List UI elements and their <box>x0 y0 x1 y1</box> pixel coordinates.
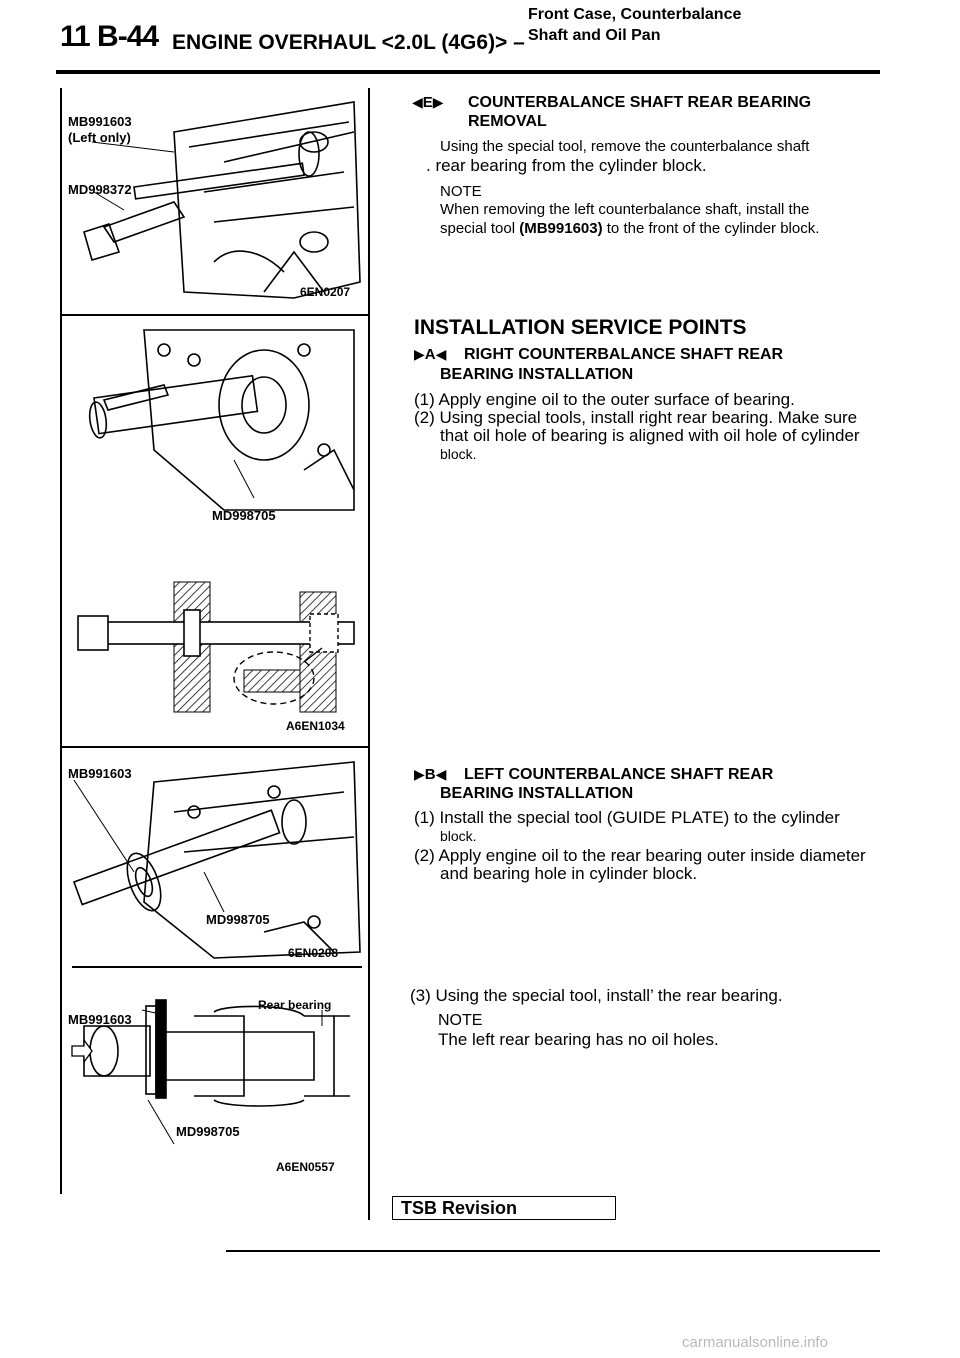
fig5-rear-bearing-label: Rear bearing <box>258 998 332 1012</box>
removal-line1: Using the special tool, remove the count… <box>440 138 810 155</box>
installation-title: INSTALLATION SERVICE POINTS <box>414 316 747 339</box>
header-rule <box>56 70 880 74</box>
footer-rule <box>226 1250 880 1252</box>
left-install-note: The left rear bearing has no oil holes. <box>438 1030 719 1049</box>
left-install-step2: (2) Apply engine oil to the rear bearing… <box>414 846 866 865</box>
right-install-marker-letter: A <box>424 346 436 363</box>
page-number: 11 B-44 <box>60 20 159 53</box>
fig4-code: 6EN0208 <box>288 946 339 960</box>
fig4-tool-b-label: MD998705 <box>206 912 270 927</box>
removal-note-text-a: special tool <box>440 220 516 237</box>
figure-right-bearing-install <box>64 320 364 520</box>
left-install-marker: ▶B◀ <box>414 766 447 783</box>
removal-marker: ◀E▶ <box>412 94 444 111</box>
left-install-marker-letter: B <box>424 766 436 783</box>
right-install-heading-line2: BEARING INSTALLATION <box>440 366 634 383</box>
figure-divider-3 <box>72 966 362 968</box>
center-column-border <box>368 88 370 1220</box>
page-subtitle-line2: Shaft and Oil Pan <box>528 27 661 44</box>
fig1-tool-a-note: (Left only) <box>68 130 131 145</box>
removal-heading-line1: COUNTERBALANCE SHAFT REAR BEARING <box>468 94 812 111</box>
tsb-revision-box: TSB Revision <box>392 1196 616 1220</box>
removal-marker-letter: E <box>422 94 433 111</box>
fig5-tool-a-label: MB991603 <box>68 1012 132 1027</box>
right-install-step2-line2: that oil hole of bearing is aligned with… <box>440 426 860 445</box>
fig1-tool-b-label: MD998372 <box>68 182 132 197</box>
left-install-heading-line1: LEFT COUNTERBALANCE SHAFT REAR <box>464 766 774 783</box>
figure-left-bearing-install <box>64 752 364 964</box>
fig1-code: 6EN0207 <box>300 285 351 299</box>
left-install-step2-line2: and bearing hole in cylinder block. <box>440 864 698 883</box>
right-install-marker: ▶A◀ <box>414 346 447 363</box>
left-column-border <box>60 88 62 1194</box>
left-install-heading-line2: BEARING INSTALLATION <box>440 785 634 802</box>
left-install-note-label: NOTE <box>438 1012 483 1029</box>
figure-bearing-alignment <box>64 570 364 740</box>
right-install-heading-line1: RIGHT COUNTERBALANCE SHAFT REAR <box>464 346 784 363</box>
fig1-tool-a-label: MB991603 <box>68 114 132 129</box>
figure-divider-2 <box>60 746 370 748</box>
figure-2-drawing <box>88 329 355 511</box>
right-install-step1: (1) Apply engine oil to the outer surfac… <box>414 390 795 409</box>
right-install-step2: (2) Using special tools, install right r… <box>414 408 858 427</box>
right-install-step2-line3: block. <box>440 446 477 462</box>
fig2-tool-label: MD998705 <box>212 508 276 523</box>
left-install-step1-line2: block. <box>440 828 477 844</box>
fig3-code: A6EN1034 <box>286 719 345 733</box>
figure-4-drawing <box>72 761 361 959</box>
removal-line2: . rear bearing from the cylinder block. <box>426 156 707 175</box>
fig4-tool-a-label: MB991603 <box>68 766 132 781</box>
removal-note-tool: (MB991603) <box>519 220 603 237</box>
figure-1-drawing <box>83 101 361 299</box>
removal-note-label: NOTE <box>440 183 482 200</box>
left-install-step3: (3) Using the special tool, install’ the… <box>410 986 783 1005</box>
page-subtitle-line1: Front Case, Counterbalance <box>528 6 742 23</box>
removal-note-line1: When removing the left counterbalance sh… <box>440 201 810 218</box>
figure-5-drawing <box>71 999 350 1145</box>
figure-rear-bearing-section <box>64 976 364 1186</box>
removal-heading-line2: REMOVAL <box>468 113 547 130</box>
fig5-code: A6EN0557 <box>276 1160 335 1174</box>
figure-divider-1 <box>60 314 370 316</box>
left-install-step1: (1) Install the special tool (GUIDE PLAT… <box>414 808 840 827</box>
footer-watermark-url: carmanualsonline.info <box>682 1334 828 1351</box>
figure-3-drawing <box>77 581 355 713</box>
page-title: ENGINE OVERHAUL <2.0L (4G6)> – <box>172 31 525 54</box>
removal-note-line2: special tool (MB991603) to the front of … <box>440 220 819 237</box>
figure-counterbalance-removal <box>64 92 364 310</box>
fig5-tool-b-label: MD998705 <box>176 1124 240 1139</box>
removal-note-text-c: to the front of the cylinder block. <box>606 220 820 237</box>
